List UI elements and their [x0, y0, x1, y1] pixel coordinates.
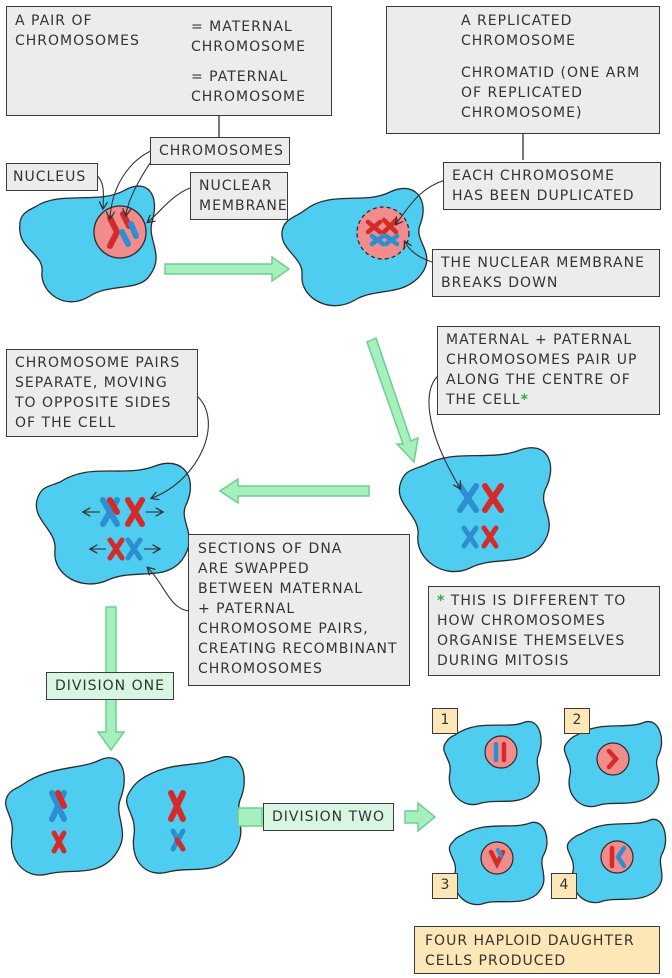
- membrane-breaks-label-2: BREAKS DOWN: [441, 275, 559, 291]
- result-line-1: FOUR HAPLOID DAUGHTER: [425, 933, 635, 949]
- dna-swapped-label-2: ARE SWAPPED: [198, 561, 310, 577]
- maternal-label-1: = MATERNAL: [191, 19, 293, 35]
- pairs-separate-label-3: TO OPPOSITE SIDES: [15, 395, 172, 411]
- nuclear-membrane-label-box: NUCLEAR MEMBRANE: [190, 172, 288, 220]
- cell-metaphase: [398, 447, 552, 573]
- arrow-right-icon: [164, 255, 291, 283]
- result-line-2: CELLS PRODUCED: [425, 953, 567, 969]
- chromatid-label-2: OF REPLICATED: [461, 85, 583, 101]
- pair-up-label-4: THE CELL: [446, 392, 521, 408]
- dna-swapped-label-5: CHROMOSOME PAIRS,: [198, 621, 369, 637]
- membrane-breaks-label-1: THE NUCLEAR MEMBRANE: [441, 255, 645, 271]
- daughter-cell-2: [563, 721, 663, 808]
- membrane-breaks-label-box: THE NUCLEAR MEMBRANE BREAKS DOWN: [432, 249, 660, 297]
- cell-anaphase: [35, 462, 191, 585]
- pair-up-label-box: MATERNAL + PATERNAL CHROMOSOMES PAIR UP …: [437, 326, 660, 415]
- paternal-label-2: CHROMOSOME: [191, 89, 306, 105]
- pairs-separate-label-box: CHROMOSOME PAIRS SEPARATE, MOVING TO OPP…: [6, 349, 198, 437]
- pairs-separate-label-1: CHROMOSOME PAIRS: [15, 355, 181, 371]
- paternal-label-1: = PATERNAL: [191, 69, 289, 85]
- pair-up-label-2: CHROMOSOMES PAIR UP: [446, 352, 638, 368]
- arrow-right-icon-2: [404, 801, 437, 833]
- nucleus-label-box: NUCLEUS: [6, 163, 98, 191]
- result-box: FOUR HAPLOID DAUGHTER CELLS PRODUCED: [414, 926, 660, 974]
- cell-prophase: [281, 187, 428, 307]
- chromosomes-label-box: CHROMOSOMES: [150, 137, 290, 165]
- chromatid-label-1: CHROMATID (ONE ARM: [461, 65, 641, 81]
- replicated-key-box: A REPLICATED CHROMOSOME CHROMATID (ONE A…: [386, 6, 660, 134]
- daughter-cell-3: [448, 821, 548, 906]
- arrow-left-icon: [218, 477, 370, 505]
- duplicated-label-1: EACH CHROMOSOME: [452, 168, 615, 184]
- dna-swapped-label-box: SECTIONS OF DNA ARE SWAPPED BETWEEN MATE…: [188, 534, 410, 686]
- dna-swapped-label-3: BETWEEN MATERNAL: [198, 581, 364, 597]
- pair-title-line-1: A PAIR OF: [15, 13, 93, 29]
- dna-swapped-label-6: CREATING RECOMBINANT: [198, 641, 398, 657]
- dna-swapped-label-4: + PATERNAL: [198, 601, 296, 617]
- daughter-number-4: 4: [551, 873, 577, 899]
- mitosis-note-box: * THIS IS DIFFERENT TO HOW CHROMOSOMES O…: [428, 586, 660, 676]
- note-line-1: THIS IS DIFFERENT TO: [450, 593, 627, 609]
- note-line-2: HOW CHROMOSOMES: [437, 613, 606, 629]
- pair-up-label-3: ALONG THE CENTRE OF: [446, 372, 631, 388]
- pairs-separate-label-4: OF THE CELL: [15, 415, 117, 431]
- pair-up-label-1: MATERNAL + PATERNAL: [446, 332, 633, 348]
- pairs-separate-label-2: SEPARATE, MOVING: [15, 375, 168, 391]
- nuclear-membrane-label-1: NUCLEAR: [199, 178, 273, 194]
- nuclear-membrane-label-2: MEMBRANE: [199, 198, 288, 214]
- division-one-label: DIVISION ONE: [46, 672, 174, 700]
- chromosomes-label: CHROMOSOMES: [159, 143, 284, 159]
- note-asterisk: *: [437, 593, 446, 609]
- note-line-4: DURING MITOSIS: [437, 653, 570, 669]
- chromosome-key-box: A PAIR OF CHROMOSOMES = MATERNAL CHROMOS…: [6, 6, 332, 116]
- cell-telophase-1: [5, 757, 125, 876]
- replicated-label-2: CHROMOSOME: [461, 33, 576, 49]
- maternal-label-2: CHROMOSOME: [191, 39, 306, 55]
- dna-swapped-label-7: CHROMOSOMES: [198, 661, 323, 677]
- pair-up-asterisk: *: [520, 392, 529, 408]
- arrow-down-right-icon: [366, 336, 419, 464]
- replicated-label-1: A REPLICATED: [461, 13, 573, 29]
- note-line-3: ORGANISE THEMSELVES: [437, 633, 626, 649]
- dna-swapped-label-1: SECTIONS OF DNA: [198, 541, 343, 557]
- nucleus-label: NUCLEUS: [13, 169, 87, 185]
- daughter-number-2: 2: [564, 708, 590, 734]
- chromatid-label-3: CHROMOSOME): [461, 105, 583, 121]
- arrow-bar-left: [237, 807, 263, 827]
- cell-interphase: [19, 185, 157, 303]
- daughter-number-3: 3: [432, 873, 458, 899]
- daughter-cell-1: [443, 721, 542, 806]
- daughter-cell-4: [566, 818, 667, 904]
- cell-telophase-2: [126, 755, 245, 874]
- duplicated-label-box: EACH CHROMOSOME HAS BEEN DUPLICATED: [443, 162, 661, 210]
- duplicated-label-2: HAS BEEN DUPLICATED: [452, 188, 635, 204]
- daughter-number-1: 1: [432, 708, 458, 734]
- division-two-label: DIVISION TWO: [263, 803, 394, 831]
- pair-title-line-2: CHROMOSOMES: [15, 33, 140, 49]
